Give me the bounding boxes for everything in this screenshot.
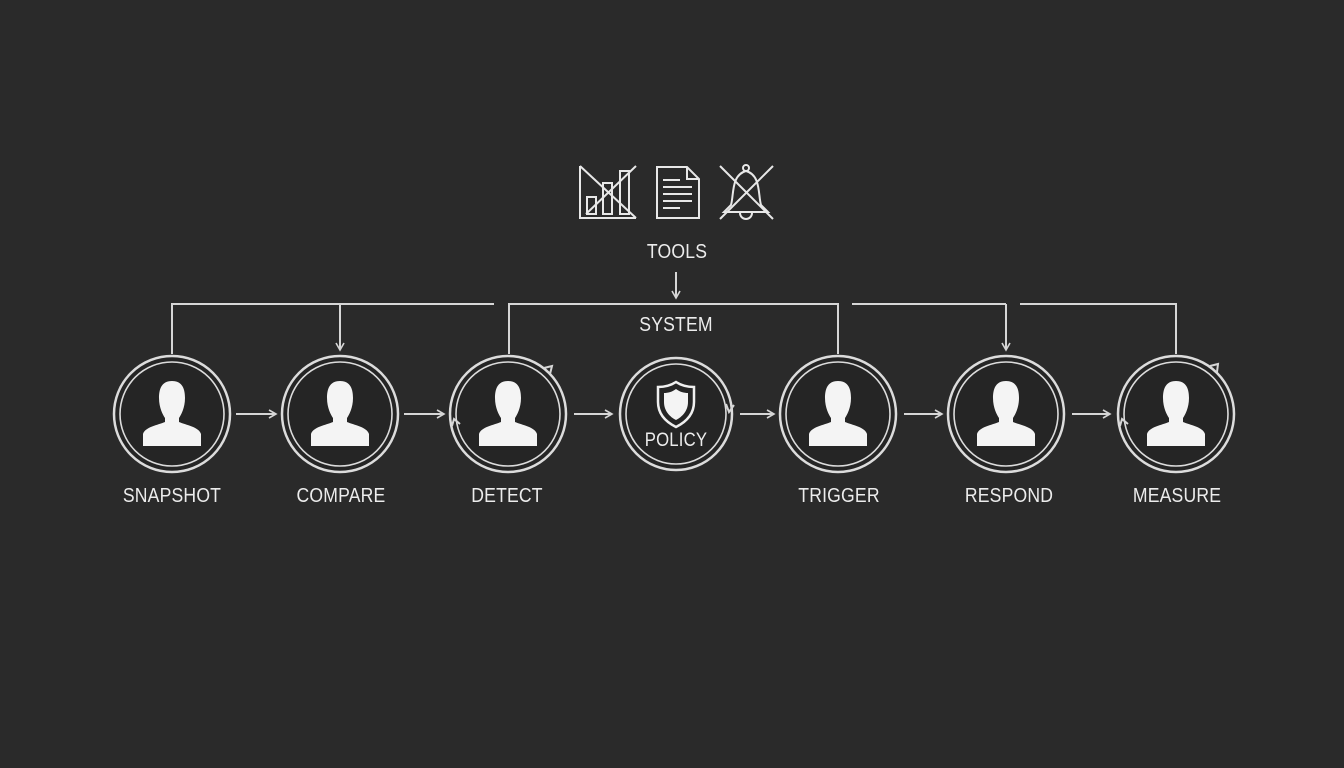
step-label-detect: DETECT (471, 485, 543, 507)
step-label-respond: RESPOND (964, 485, 1054, 507)
cycle-arrow-icon (451, 417, 461, 427)
system-label: SYSTEM (639, 314, 713, 336)
cycle-arrow-icon (1119, 417, 1129, 427)
shield-icon (656, 380, 696, 429)
document-icon (656, 166, 700, 219)
node-measure (1116, 354, 1236, 474)
node-policy (618, 356, 735, 472)
node-trigger (778, 354, 898, 474)
node-detect (448, 354, 568, 474)
step-label-policy: POLICY (644, 430, 708, 451)
bar-chart-crossed-icon (579, 165, 637, 219)
cycle-arrow-icon (1209, 362, 1220, 373)
step-label-snapshot: SNAPSHOT (122, 485, 222, 507)
node-respond (946, 354, 1066, 474)
cycle-arrow-icon (543, 364, 554, 375)
cycle-arrow-icon (725, 403, 735, 415)
node-snapshot (112, 354, 232, 474)
system-bus (171, 303, 1177, 354)
node-compare (280, 354, 400, 474)
step-label-trigger: TRIGGER (798, 485, 880, 507)
step-label-compare: COMPARE (296, 485, 386, 507)
tools-label: TOOLS (646, 241, 708, 263)
step-label-measure: MEASURE (1132, 485, 1222, 507)
bell-crossed-icon (719, 164, 774, 220)
